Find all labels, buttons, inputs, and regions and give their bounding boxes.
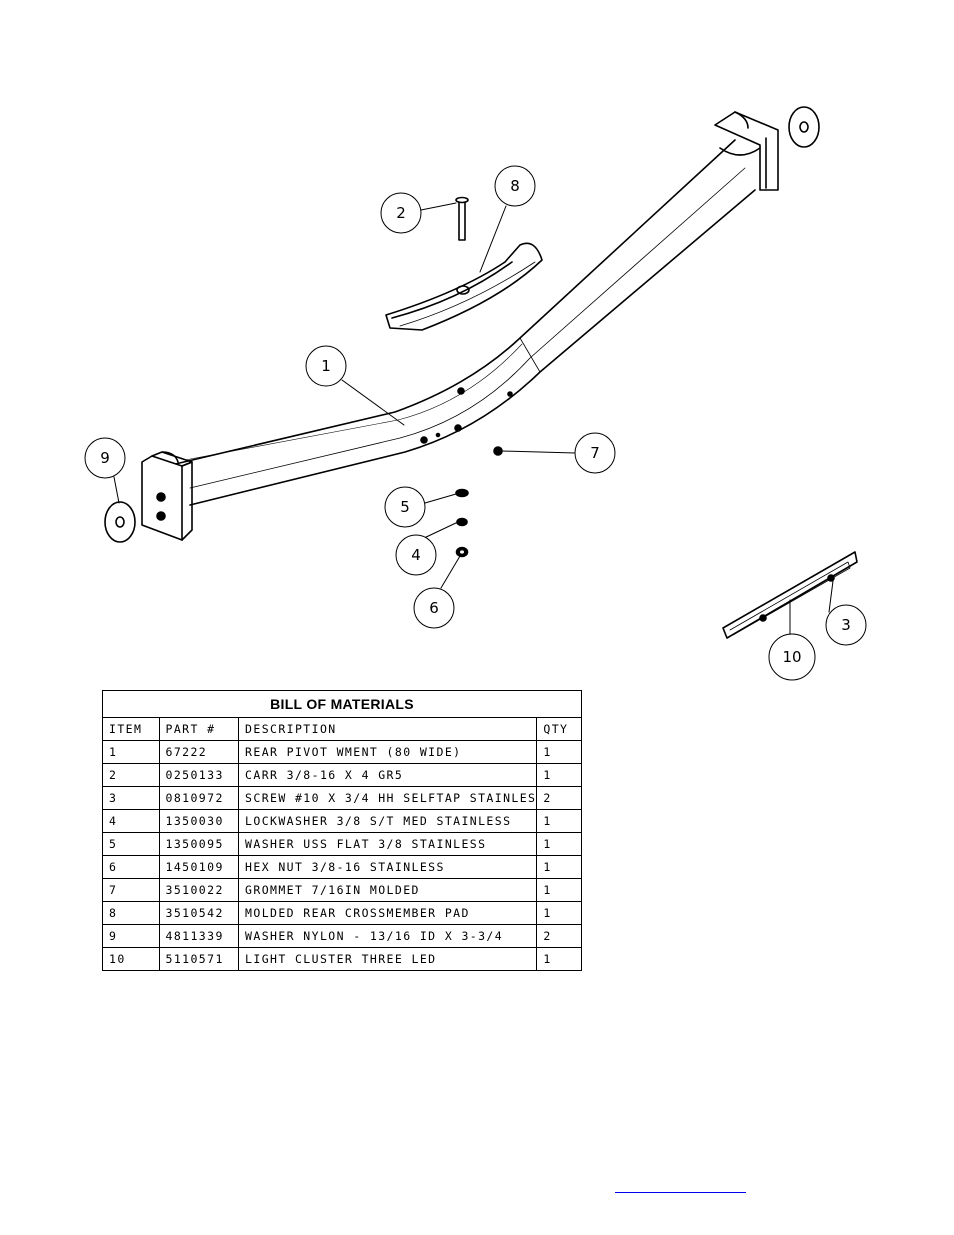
callout-label-10: 10 bbox=[782, 648, 801, 666]
bom-cell-qty: 1 bbox=[536, 809, 582, 833]
callout-balloon-4 bbox=[395, 534, 437, 576]
callout-label-9: 9 bbox=[100, 449, 110, 467]
callout-label-1: 1 bbox=[321, 357, 331, 375]
bom-cell-description: HEX NUT 3/8-16 STAINLESS bbox=[238, 855, 538, 879]
bom-header-row: ITEM PART # DESCRIPTION QTY bbox=[102, 717, 582, 741]
callout-label-2: 2 bbox=[396, 204, 406, 222]
bom-header-item: ITEM bbox=[102, 717, 160, 741]
bom-cell-item: 6 bbox=[102, 855, 160, 879]
hex-nut bbox=[455, 546, 469, 558]
bom-cell-description: MOLDED REAR CROSSMEMBER PAD bbox=[238, 901, 538, 925]
bom-header-qty: QTY bbox=[536, 717, 582, 741]
callout-label-6: 6 bbox=[429, 599, 439, 617]
bom-cell-part: 4811339 bbox=[158, 924, 240, 948]
callout-balloon-9 bbox=[84, 437, 126, 479]
callout-balloon-6 bbox=[413, 587, 455, 629]
footer-link-underline[interactable] bbox=[615, 1192, 746, 1193]
light-cluster bbox=[722, 551, 858, 639]
bom-cell-description: LIGHT CLUSTER THREE LED bbox=[238, 947, 538, 971]
bom-cell-part: 67222 bbox=[158, 740, 240, 764]
bom-cell-description: WASHER USS FLAT 3/8 STAINLESS bbox=[238, 832, 538, 856]
callout-balloon-1 bbox=[305, 345, 347, 387]
callout-label-5: 5 bbox=[400, 498, 410, 516]
bom-cell-description: LOCKWASHER 3/8 S/T MED STAINLESS bbox=[238, 809, 538, 833]
bom-cell-description: REAR PIVOT WMENT (80 WIDE) bbox=[238, 740, 538, 764]
bom-cell-qty: 2 bbox=[536, 786, 582, 810]
bom-cell-part: 0250133 bbox=[158, 763, 240, 787]
grommet bbox=[493, 446, 503, 456]
bom-header-part: PART # bbox=[158, 717, 240, 741]
callout-label-8: 8 bbox=[510, 177, 520, 195]
bom-cell-description: WASHER NYLON - 13/16 ID X 3-3/4 bbox=[238, 924, 538, 948]
bom-cell-item: 8 bbox=[102, 901, 160, 925]
bom-cell-item: 3 bbox=[102, 786, 160, 810]
bom-cell-qty: 1 bbox=[536, 832, 582, 856]
callout-label-7: 7 bbox=[590, 444, 600, 462]
callout-label-4: 4 bbox=[411, 546, 421, 564]
bom-cell-item: 9 bbox=[102, 924, 160, 948]
bom-cell-part: 1350095 bbox=[158, 832, 240, 856]
flat-washer bbox=[455, 488, 469, 498]
exploded-assembly-drawing: 1 2 3 4 5 6 7 8 9 10 bbox=[84, 106, 867, 681]
bill-of-materials-table: BILL OF MATERIALS ITEM PART # DESCRIPTIO… bbox=[102, 690, 582, 971]
callout-balloon-8 bbox=[494, 165, 536, 207]
callout-balloon-5 bbox=[384, 486, 426, 528]
bom-cell-qty: 1 bbox=[536, 763, 582, 787]
bom-title: BILL OF MATERIALS bbox=[102, 690, 582, 718]
bom-cell-item: 10 bbox=[102, 947, 160, 971]
bom-cell-qty: 1 bbox=[536, 878, 582, 902]
callout-balloon-7 bbox=[574, 432, 616, 474]
bom-cell-part: 3510542 bbox=[158, 901, 240, 925]
bom-cell-part: 3510022 bbox=[158, 878, 240, 902]
bom-header-description: DESCRIPTION bbox=[238, 717, 538, 741]
callout-balloon-10 bbox=[768, 633, 816, 681]
bom-cell-qty: 1 bbox=[536, 740, 582, 764]
rear-pivot-weldment bbox=[141, 111, 779, 541]
bom-cell-part: 0810972 bbox=[158, 786, 240, 810]
callout-balloon-3 bbox=[825, 604, 867, 646]
leader-lines bbox=[113, 202, 834, 637]
bom-cell-description: CARR 3/8-16 X 4 GR5 bbox=[238, 763, 538, 787]
bom-cell-part: 1450109 bbox=[158, 855, 240, 879]
nylon-washer-right bbox=[788, 106, 820, 148]
callout-balloon-2 bbox=[380, 192, 422, 234]
carriage-bolt bbox=[455, 196, 469, 241]
crossmember-pad bbox=[385, 242, 543, 331]
bom-cell-part: 5110571 bbox=[158, 947, 240, 971]
bom-cell-description: SCREW #10 X 3/4 HH SELFTAP STAINLES bbox=[238, 786, 538, 810]
bom-cell-qty: 1 bbox=[536, 901, 582, 925]
bom-cell-item: 5 bbox=[102, 832, 160, 856]
bom-cell-item: 4 bbox=[102, 809, 160, 833]
bom-cell-qty: 1 bbox=[536, 855, 582, 879]
callout-label-3: 3 bbox=[841, 616, 851, 634]
bom-cell-part: 1350030 bbox=[158, 809, 240, 833]
bom-cell-item: 2 bbox=[102, 763, 160, 787]
bom-cell-qty: 2 bbox=[536, 924, 582, 948]
bom-cell-qty: 1 bbox=[536, 947, 582, 971]
nylon-washer-left bbox=[104, 501, 136, 543]
bom-cell-item: 7 bbox=[102, 878, 160, 902]
bom-cell-description: GROMMET 7/16IN MOLDED bbox=[238, 878, 538, 902]
bom-cell-item: 1 bbox=[102, 740, 160, 764]
